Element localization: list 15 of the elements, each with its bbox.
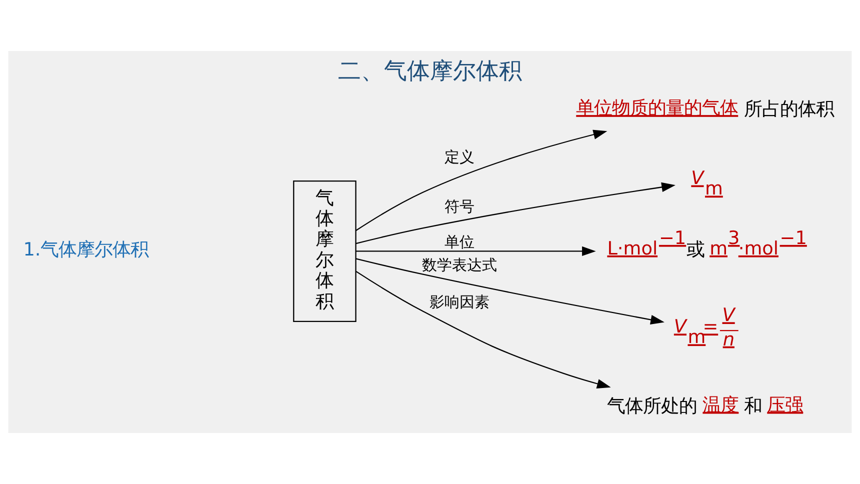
arrow — [356, 258, 664, 324]
node-box: 气体摩尔体积 — [293, 180, 356, 322]
edge-label: 符号 — [444, 197, 474, 216]
label: 1.气体摩尔体积 — [23, 240, 149, 261]
diagram-title: 二、气体摩尔体积 — [338, 58, 522, 85]
edge-label: 定义 — [444, 148, 474, 166]
edge-label: 数学表达式 — [422, 256, 497, 274]
arrow — [356, 246, 596, 256]
arrow — [356, 270, 611, 388]
arrow — [356, 182, 676, 244]
edge-label: 单位 — [444, 233, 474, 252]
arrow — [356, 130, 608, 232]
edge-label: 影响因素 — [429, 292, 490, 311]
node-text: 气体所处的 温度 和 压强 — [607, 394, 804, 418]
node-text: 单位物质的量的气体 所占的体积 — [576, 98, 834, 120]
